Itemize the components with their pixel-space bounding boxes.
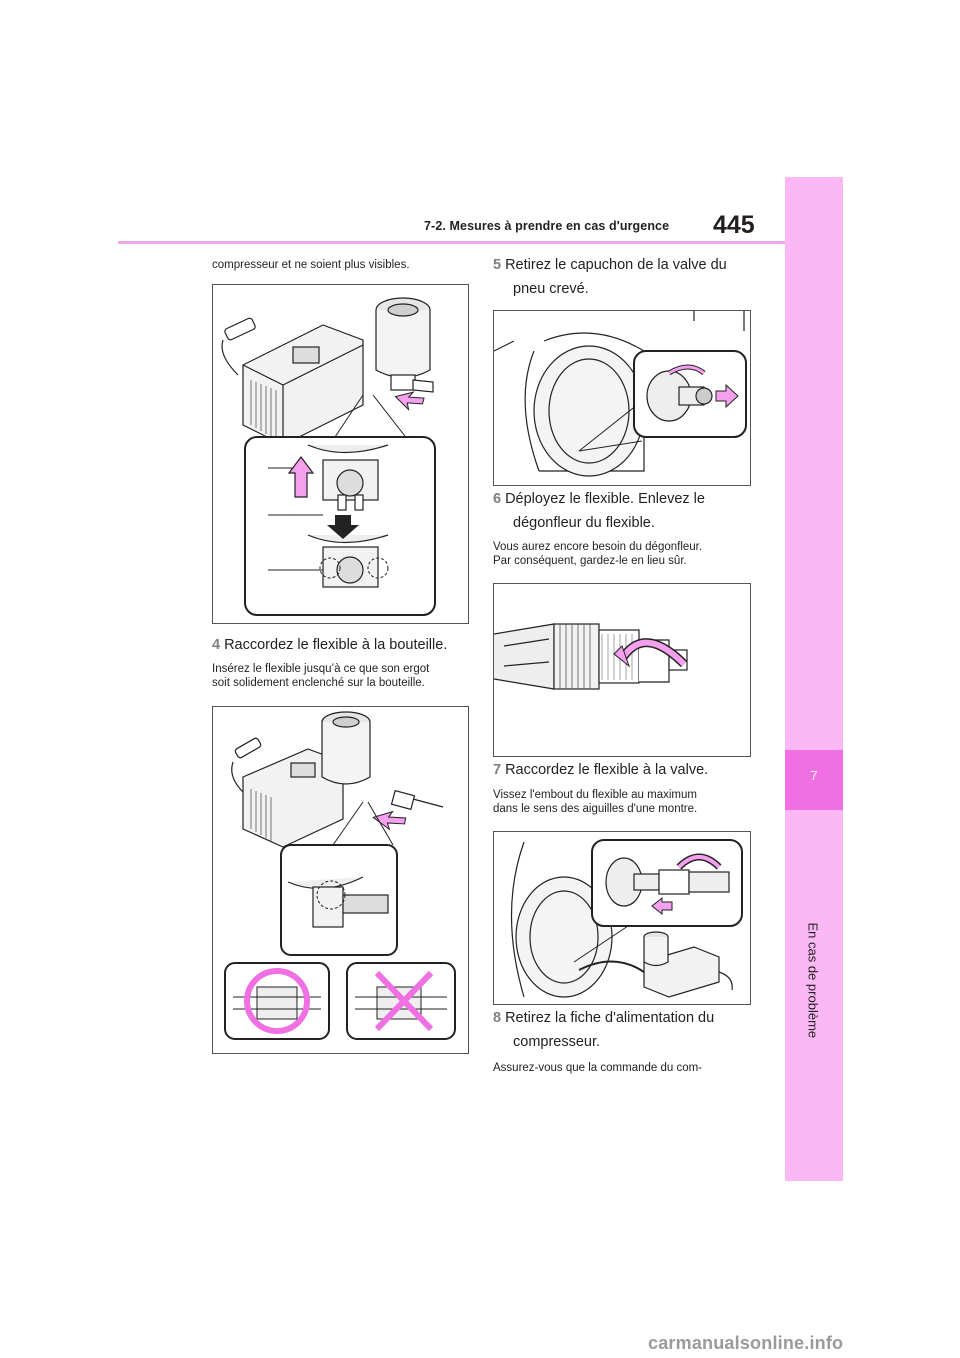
step-7-note-2: dans le sens des aiguilles d'une montre. — [493, 803, 698, 815]
step-6-title-cont: dégonfleur du flexible. — [513, 515, 655, 531]
step-number: 8 — [493, 1010, 502, 1026]
chapter-tab[interactable] — [785, 750, 843, 810]
section-title: 7-2. Mesures à prendre en cas d'urgence — [424, 219, 670, 233]
figure-valve-cap — [493, 310, 751, 486]
figure-bottle-compressor — [212, 284, 469, 624]
step-4-note-1: Insérez le flexible jusqu’à ce que son e… — [212, 663, 430, 675]
step-number: 4 — [212, 637, 221, 653]
chapter-number: 7 — [810, 768, 818, 783]
step-5-title-cont: pneu crevé. — [513, 281, 589, 297]
figure-hose-to-valve — [493, 831, 751, 1005]
page-number: 445 — [713, 211, 755, 239]
step-number: 5 — [493, 257, 502, 273]
header-rule — [118, 241, 786, 244]
chapter-side-band — [785, 177, 843, 1181]
step-6-note-1: Vous aurez encore besoin du dégonfleur. — [493, 541, 703, 553]
step-6-note-2: Par conséquent, gardez-le en lieu sûr. — [493, 555, 687, 567]
step-number: 7 — [493, 762, 502, 778]
step-number: 6 — [493, 491, 502, 507]
figure-hose-to-bottle — [212, 706, 469, 1054]
chapter-title: En cas de problème — [805, 922, 821, 1039]
intro-text: compresseur et ne soient plus visibles. — [212, 259, 410, 271]
step-7-note-1: Vissez l'embout du flexible au maximum — [493, 789, 697, 801]
step-4-note-2: soit solidement enclenché sur la bouteil… — [212, 677, 425, 689]
step-8-note: Assurez-vous que la commande du com- — [493, 1062, 703, 1074]
watermark: carmanualsonline.info — [648, 1333, 844, 1353]
figure-hose-deflator — [493, 583, 751, 757]
step-8-title-cont: compresseur. — [513, 1034, 601, 1050]
